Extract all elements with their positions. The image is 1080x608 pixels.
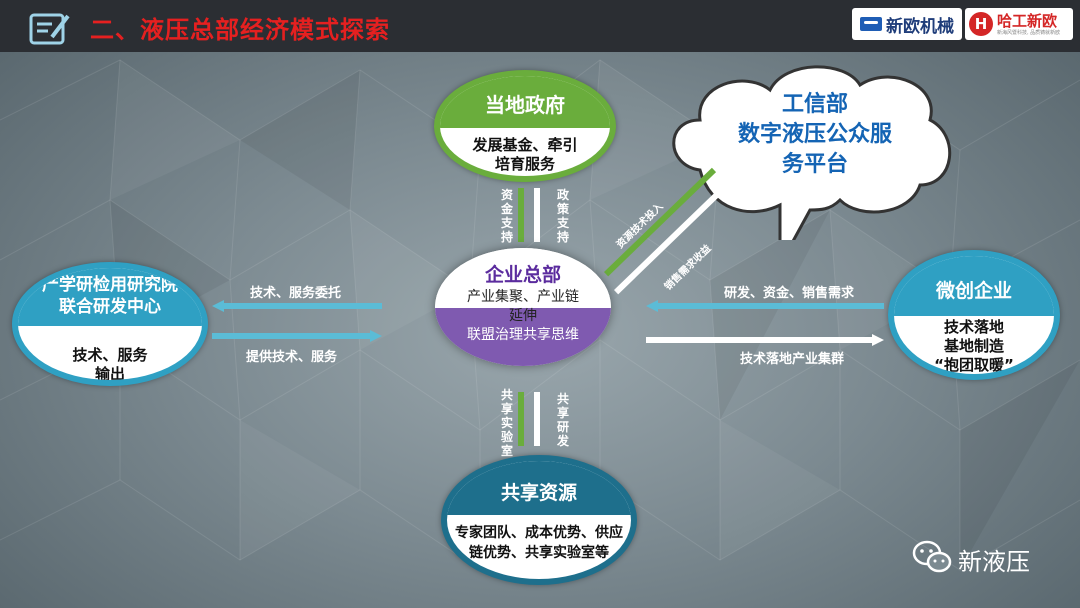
node-micro-enterprise: 微创企业 技术落地 基地制造 “抱团取暖” bbox=[888, 250, 1060, 380]
from-micro-label: 研发、资金、销售需求 bbox=[724, 286, 855, 301]
micro-line3: “抱团取暖” bbox=[934, 355, 1014, 374]
hagong-logo-text: 哈工新欧 bbox=[997, 12, 1058, 30]
micro-line2: 基地制造 bbox=[943, 336, 1004, 355]
node-research-center: 产学研检用研究院联合研发中心 技术、服务输出 bbox=[12, 262, 208, 386]
micro-body: 技术落地 基地制造 “抱团取暖” bbox=[894, 318, 1054, 374]
arrow-to-micro bbox=[646, 334, 884, 346]
share-lab-bar bbox=[518, 392, 524, 446]
xinou-logo: 新欧机械 bbox=[852, 8, 962, 40]
gov-policy-bar bbox=[534, 188, 540, 242]
hq-line1: 产业集聚、产业链 bbox=[467, 289, 579, 305]
xinou-mark-icon bbox=[860, 17, 882, 31]
research-body: 技术、服务输出 bbox=[72, 346, 148, 383]
micro-line1: 技术落地 bbox=[943, 318, 1004, 336]
page-title: 二、液压总部经济模式探索 bbox=[90, 16, 390, 44]
node-local-government: 当地政府 发展基金、牵引培育服务 bbox=[434, 70, 616, 182]
wechat-icon bbox=[912, 540, 952, 573]
micro-title: 微创企业 bbox=[894, 256, 1054, 316]
cloud-line2: 数字液压公众服 bbox=[737, 122, 892, 147]
hq-body: 产业集聚、产业链 延伸 联盟治理共享思维 bbox=[435, 288, 611, 345]
gov-fund-label: 资金支持 bbox=[500, 188, 513, 244]
hagong-logo: H 哈工新欧 新海风暨科技, 品质铸就新欧 bbox=[965, 8, 1073, 40]
gov-policy-label: 政策支持 bbox=[556, 188, 569, 244]
hq-line2: 延伸 bbox=[509, 308, 537, 324]
cloud-shape bbox=[672, 65, 952, 240]
arrow-from-micro bbox=[646, 300, 884, 312]
header-bar: 二、液压总部经济模式探索 新欧机械 H 哈工新欧 新海风暨科技, 品质铸就新欧 bbox=[0, 0, 1080, 52]
hq-bottom-fill bbox=[435, 308, 611, 366]
research-title: 产学研检用研究院联合研发中心 bbox=[18, 268, 202, 326]
share-rd-bar bbox=[534, 392, 540, 446]
share-rd-label: 共享研发 bbox=[556, 392, 569, 448]
hq-top-fill bbox=[435, 248, 611, 308]
node-shared-resources: 共享资源 专家团队、成本优势、供应链优势、共享实验室等 bbox=[441, 455, 637, 585]
cloud-line1: 工信部 bbox=[781, 92, 848, 117]
gov-title: 当地政府 bbox=[440, 76, 610, 128]
from-research-label: 提供技术、服务 bbox=[246, 350, 338, 365]
share-body: 专家团队、成本优势、供应链优势、共享实验室等 bbox=[455, 525, 623, 561]
wechat-account-name: 新液压 bbox=[958, 548, 1030, 576]
arrow-to-research bbox=[212, 300, 382, 312]
gov-body: 发展基金、牵引培育服务 bbox=[472, 136, 578, 173]
xinou-logo-text: 新欧机械 bbox=[886, 16, 954, 37]
cloud-line3: 务平台 bbox=[781, 152, 848, 177]
share-title: 共享资源 bbox=[447, 461, 631, 515]
cloud-label: 工信部 数字液压公众服 务平台 bbox=[700, 90, 930, 180]
node-enterprise-hq: 企业总部 产业集聚、产业链 延伸 联盟治理共享思维 bbox=[435, 248, 611, 366]
share-lab-label: 共享实验室 bbox=[500, 388, 513, 458]
to-research-label: 技术、服务委托 bbox=[250, 286, 342, 301]
arrow-from-research bbox=[212, 330, 382, 342]
hagong-mark-icon: H bbox=[969, 12, 993, 36]
to-micro-label: 技术落地产业集群 bbox=[740, 352, 845, 367]
hagong-logo-subtext: 新海风暨科技, 品质铸就新欧 bbox=[997, 30, 1061, 36]
hq-line3: 联盟治理共享思维 bbox=[467, 327, 579, 343]
hq-title: 企业总部 bbox=[484, 264, 561, 286]
gov-fund-bar bbox=[518, 188, 524, 242]
note-edit-icon bbox=[29, 13, 70, 45]
